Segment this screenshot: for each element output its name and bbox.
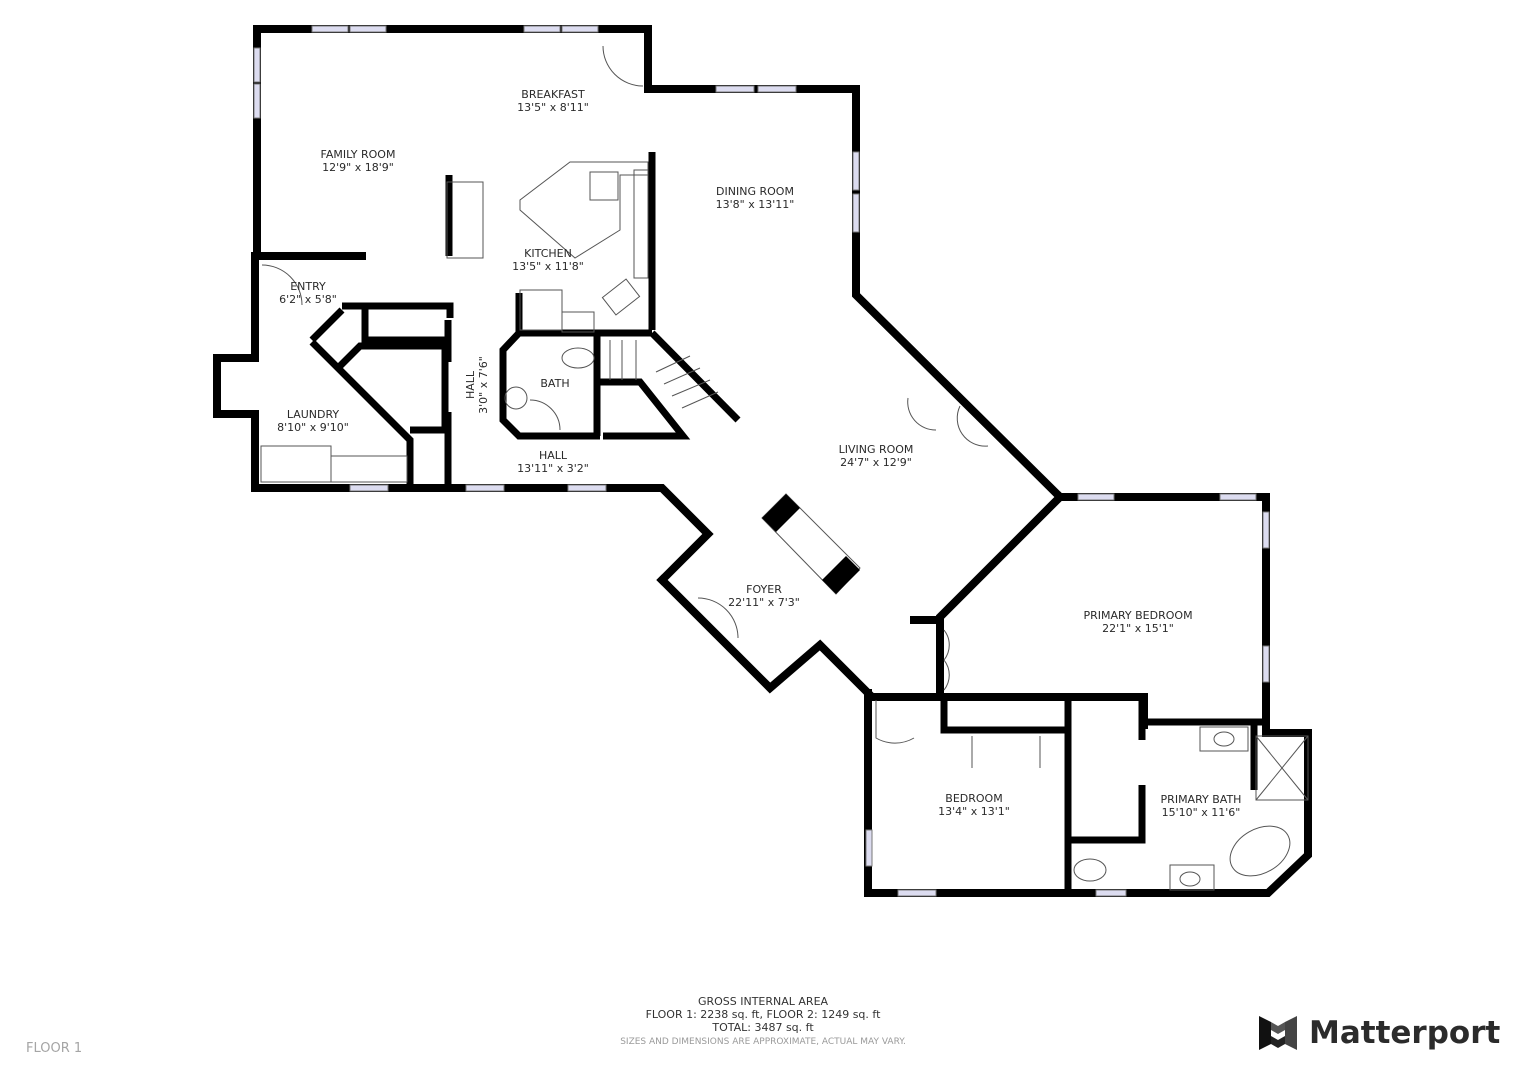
room-hall-vertical: HALL 3'0" x 7'6" bbox=[464, 356, 490, 414]
room-dimensions: 13'8" x 13'11" bbox=[715, 198, 795, 211]
room-family-room: FAMILY ROOM 12'9" x 18'9" bbox=[321, 148, 396, 174]
room-bath: BATH bbox=[540, 377, 569, 390]
room-living-room: LIVING ROOM 24'7" x 12'9" bbox=[839, 443, 914, 469]
room-name: HALL bbox=[464, 370, 477, 400]
gross-area-title: GROSS INTERNAL AREA bbox=[697, 995, 829, 1008]
room-foyer: FOYER 22'11" x 7'3" bbox=[728, 583, 800, 609]
room-name: BEDROOM bbox=[945, 792, 1003, 805]
room-dimensions: 13'5" x 11'8" bbox=[512, 260, 584, 273]
room-dimensions: 13'11" x 3'2" bbox=[517, 462, 589, 475]
room-name: DINING ROOM bbox=[716, 185, 794, 198]
room-entry: ENTRY 6'2" x 5'8" bbox=[279, 280, 337, 306]
interior-walls bbox=[309, 152, 1266, 893]
room-laundry: LAUNDRY 8'10" x 9'10" bbox=[277, 408, 349, 434]
room-kitchen: KITCHEN 13'5" x 11'8" bbox=[512, 247, 584, 273]
room-dimensions: 8'10" x 9'10" bbox=[277, 421, 349, 434]
room-name: KITCHEN bbox=[524, 247, 572, 260]
brand-name: Matterport bbox=[1309, 1015, 1501, 1051]
windows bbox=[253, 25, 1270, 897]
room-name: PRIMARY BEDROOM bbox=[1083, 609, 1193, 622]
room-dimensions: 22'1" x 15'1" bbox=[1102, 622, 1174, 635]
room-dimensions: 13'5" x 8'11" bbox=[517, 101, 589, 114]
room-name: LAUNDRY bbox=[286, 408, 340, 421]
matterport-logo-icon bbox=[1259, 1016, 1297, 1050]
room-dimensions: 3'0" x 7'6" bbox=[477, 356, 490, 414]
floor-label: FLOOR 1 bbox=[26, 1041, 83, 1056]
room-primary-bedroom: PRIMARY BEDROOM 22'1" x 15'1" bbox=[1083, 609, 1192, 635]
room-dining-room: DINING ROOM 13'8" x 13'11" bbox=[716, 185, 795, 211]
room-name: FAMILY ROOM bbox=[320, 148, 396, 161]
room-hall: HALL 13'11" x 3'2" bbox=[517, 449, 589, 475]
room-name: LIVING ROOM bbox=[838, 443, 914, 456]
room-dimensions: 13'4" x 13'1" bbox=[938, 805, 1010, 818]
room-bedroom: BEDROOM 13'4" x 13'1" bbox=[938, 792, 1010, 818]
fixtures bbox=[260, 45, 1309, 891]
room-name: PRIMARY BATH bbox=[1160, 793, 1242, 806]
room-dimensions: 12'9" x 18'9" bbox=[322, 161, 394, 174]
room-dimensions: 6'2" x 5'8" bbox=[279, 293, 337, 306]
room-name: HALL bbox=[538, 449, 568, 462]
matterport-logo: Matterport bbox=[1257, 1012, 1500, 1054]
room-name: BATH bbox=[540, 377, 570, 390]
gross-area-summary: GROSS INTERNAL AREA FLOOR 1: 2238 sq. ft… bbox=[620, 995, 906, 1049]
total-area: TOTAL: 3487 sq. ft bbox=[712, 1021, 814, 1034]
room-name: BREAKFAST bbox=[521, 88, 585, 101]
room-dimensions: 24'7" x 12'9" bbox=[840, 456, 912, 469]
room-breakfast: BREAKFAST 13'5" x 8'11" bbox=[517, 88, 589, 114]
fireplace bbox=[761, 493, 861, 595]
room-primary-bath: PRIMARY BATH 15'10" x 11'6" bbox=[1161, 793, 1242, 819]
room-name: FOYER bbox=[746, 583, 782, 596]
room-dimensions: 15'10" x 11'6" bbox=[1161, 806, 1241, 819]
room-name: ENTRY bbox=[290, 280, 326, 293]
room-dimensions: 22'11" x 7'3" bbox=[728, 596, 800, 609]
disclaimer: SIZES AND DIMENSIONS ARE APPROXIMATE, AC… bbox=[620, 1037, 906, 1047]
floor-areas: FLOOR 1: 2238 sq. ft, FLOOR 2: 1249 sq. … bbox=[645, 1008, 881, 1021]
